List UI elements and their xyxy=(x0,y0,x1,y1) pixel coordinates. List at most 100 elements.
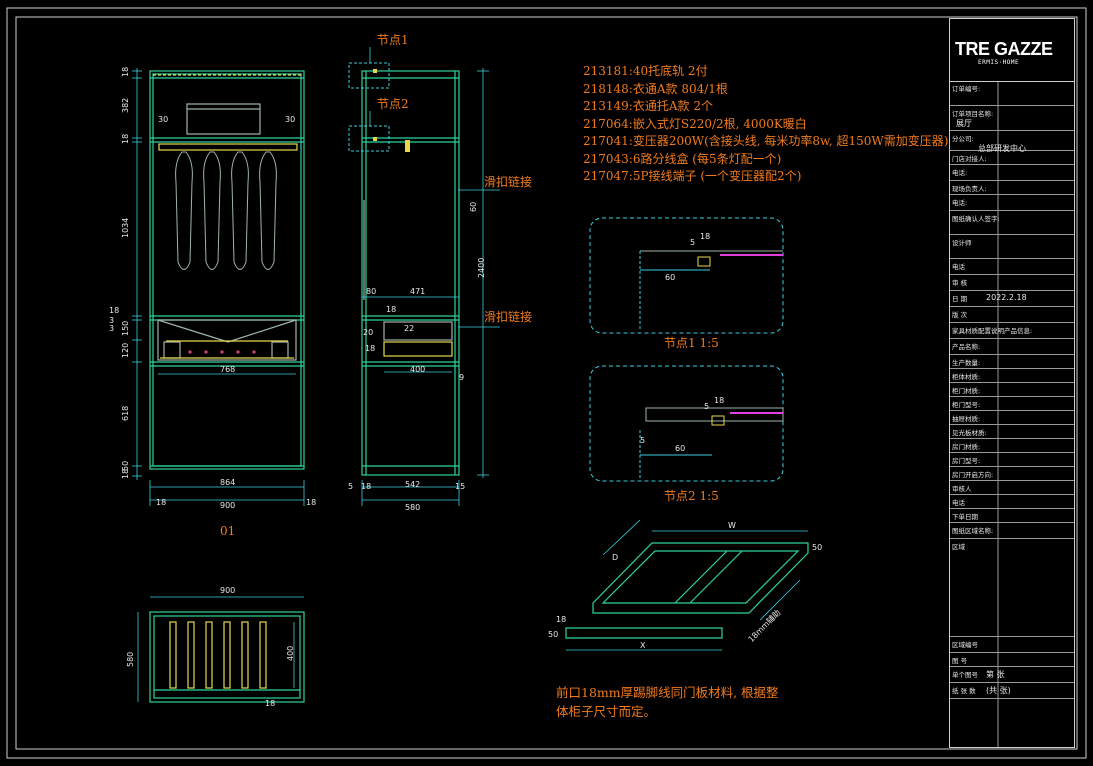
brand-sub: ERMIS·HOME xyxy=(978,59,1020,66)
dim-side-400: 400 xyxy=(410,365,425,374)
title-block-label: 房门开启方向: xyxy=(952,471,994,479)
dim-front-left-1: 382 xyxy=(121,98,130,113)
top-view xyxy=(149,611,305,703)
title-block-row: 房门型号: xyxy=(950,453,1074,467)
note-line: 217064:嵌入式灯S220/2根, 4000K暖白 xyxy=(583,116,807,131)
view-number: 01 xyxy=(220,524,235,538)
title-block-label: 见光板材质: xyxy=(952,429,987,437)
title-block-label: 订单编号: xyxy=(952,85,981,93)
title-block-row: 日 期 2022.2.18 xyxy=(950,291,1074,307)
title-block-row: 纸 张 数 (共 张) xyxy=(950,683,1074,699)
node-markers xyxy=(373,69,410,152)
side-elevation xyxy=(361,70,460,476)
title-block-row: 房门材质: xyxy=(950,439,1074,453)
dim-front-left-9: 618 xyxy=(121,406,130,421)
title-block-value: 总部研发中心 xyxy=(978,144,1026,153)
dim-side-542: 542 xyxy=(405,480,420,489)
title-block-label: 生产数量: xyxy=(952,359,981,367)
dim-front-900: 900 xyxy=(220,501,235,510)
note-line: 217041:变压器200W(含接头线, 每米功率8w, 超150W需加变压器) xyxy=(583,134,949,148)
dim-side-80: 80 xyxy=(366,287,376,296)
dim-front-18b: 18 xyxy=(306,498,316,507)
title-block-row: 订单编号: xyxy=(950,81,1074,106)
title-block-label: 图 号 xyxy=(952,657,968,665)
title-block-label: 产品名称: xyxy=(952,343,981,351)
dim-top-400: 400 xyxy=(286,646,295,661)
dim-front-left-4: 18 xyxy=(109,306,119,315)
dim-side-18c: 18 xyxy=(361,482,371,491)
top-view-dims xyxy=(137,596,304,702)
title-block-row: 电话: xyxy=(950,195,1074,211)
dim-front-768: 768 xyxy=(220,365,235,374)
dim-front-left-6: 3 xyxy=(109,324,114,333)
title-block-row: 柜门型号: xyxy=(950,397,1074,411)
hangers xyxy=(175,151,277,270)
dim-front-left-10: 50 xyxy=(121,461,130,471)
dim-front-864: 864 xyxy=(220,478,235,487)
title-block-label: 订单项目名称: xyxy=(952,110,994,118)
slide2-label: 滑扣链接 xyxy=(484,309,532,324)
dim-iso-18mm: 18mm辅助 xyxy=(746,607,783,644)
title-block-row: 图纸区域名称: xyxy=(950,523,1074,539)
dim-d2-5: 5 xyxy=(704,402,709,411)
title-block-row: 电话 xyxy=(950,259,1074,275)
dim-front-left-8: 120 xyxy=(121,343,130,358)
dim-front-30b: 30 xyxy=(285,115,295,124)
iso-frame xyxy=(565,542,809,639)
title-block-row: 抽屉材质: xyxy=(950,411,1074,425)
dim-d2-5b: 5 xyxy=(640,436,645,445)
bottom-note-line: 前口18mm厚踢脚线同门板材料, 根据整 xyxy=(556,685,779,700)
title-block-label: 柜门型号: xyxy=(952,401,981,409)
title-block-row: 设计师 xyxy=(950,235,1074,259)
dim-front-left-2: 18 xyxy=(121,134,130,144)
title-block-row: 现场负责人: xyxy=(950,181,1074,195)
dim-side-22: 22 xyxy=(404,324,414,333)
dim-iso-d: D xyxy=(612,553,618,562)
title-block-label: 审核人 xyxy=(952,485,972,493)
title-block-row: 审核人 xyxy=(950,481,1074,495)
dim-iso-x: X xyxy=(640,641,646,650)
note-line: 218148:衣通A款 804/1根 xyxy=(583,81,728,96)
dim-side-9: 9 xyxy=(459,373,464,382)
title-block-row: 下单日期 xyxy=(950,509,1074,523)
orange-labels: 节点1 节点2 滑扣链接 滑扣链接 节点1 1:5 节点2 1:5 01 xyxy=(220,33,719,538)
drawing-inner-border xyxy=(15,16,1078,750)
dim-iso-18: 18 xyxy=(556,615,566,624)
dim-side-471: 471 xyxy=(410,287,425,296)
title-block-row: 版 次 xyxy=(950,307,1074,323)
title-block-value: (共 张) xyxy=(986,686,1011,695)
title-block-label: 区域编号 xyxy=(952,641,978,649)
front-dimension-lines xyxy=(132,68,305,506)
title-block-label: 家具材质配置说明产品信息: xyxy=(952,327,1033,335)
dim-front-left-11: 18 xyxy=(121,469,130,479)
note-line: 217043:6路分线盒 (每5条灯配一个) xyxy=(583,151,782,166)
detail-2 xyxy=(589,365,784,482)
drawing-border xyxy=(6,7,1087,759)
note-line: 213149:衣通托A款 2个 xyxy=(583,99,713,113)
dim-d2-18: 18 xyxy=(714,396,724,405)
title-block-row: 家具材质配置说明产品信息: xyxy=(950,323,1074,339)
title-block-value: 展厅 xyxy=(956,119,972,128)
title-block-label: 抽屉材质: xyxy=(952,415,981,423)
title-block-row: 产品名称: xyxy=(950,339,1074,355)
dim-side-15: 15 xyxy=(455,482,465,491)
title-block-label: 纸 张 数 xyxy=(952,687,976,695)
title-block-label: 电话: xyxy=(952,199,968,207)
title-block-label: 日 期 xyxy=(952,295,968,303)
dim-iso-w: W xyxy=(728,521,736,530)
title-block-label: 电话 xyxy=(952,263,965,271)
dim-front-left-5: 3 xyxy=(109,316,114,325)
dim-iso-50: 50 xyxy=(812,543,822,552)
title-block-label: 门店对接人: xyxy=(952,155,987,163)
dim-d1-18: 18 xyxy=(700,232,710,241)
node2-label: 节点2 xyxy=(377,97,409,111)
dim-front-30a: 30 xyxy=(158,115,168,124)
dim-d2-60: 60 xyxy=(675,444,685,453)
title-block-label: 版 次 xyxy=(952,311,968,319)
slide1-label: 滑扣链接 xyxy=(484,174,532,189)
led-strips xyxy=(153,74,301,359)
dim-top-900: 900 xyxy=(220,586,235,595)
title-block-value: 2022.2.18 xyxy=(986,293,1027,302)
title-block-label: 现场负责人: xyxy=(952,185,987,193)
